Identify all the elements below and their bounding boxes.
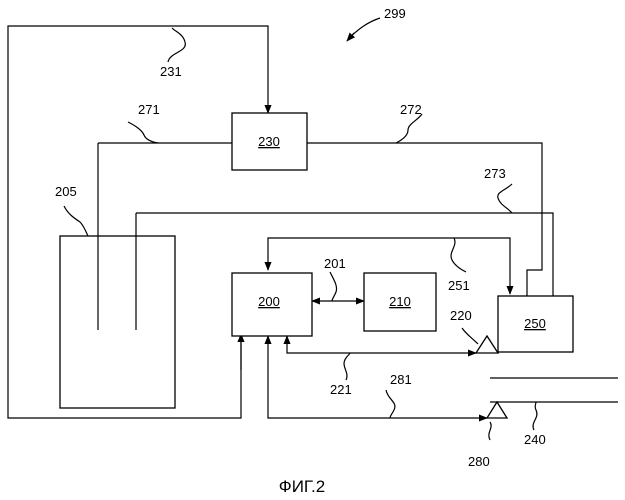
ref-271: 271 — [138, 102, 160, 117]
ref-281: 281 — [390, 372, 412, 387]
ref-251: 251 — [448, 278, 470, 293]
label-230: 230 — [258, 134, 280, 149]
ref-299: 299 — [384, 6, 406, 21]
ref-231: 231 — [160, 64, 182, 79]
label-250: 250 — [524, 316, 546, 331]
leader-271 — [128, 122, 158, 143]
ref-205: 205 — [55, 184, 77, 199]
leader-231 — [168, 28, 185, 62]
leader-251 — [451, 238, 466, 272]
leader-273 — [498, 184, 512, 213]
figure-caption: ФИГ.2 — [279, 477, 325, 496]
label-210: 210 — [389, 294, 411, 309]
ref-221: 221 — [330, 382, 352, 397]
leader-272 — [396, 114, 422, 143]
ref-272: 272 — [400, 102, 422, 117]
sensor-280-triangle — [487, 402, 507, 418]
line-273 — [136, 213, 553, 296]
ref-220: 220 — [450, 308, 472, 323]
leader-281 — [386, 390, 395, 418]
leader-220 — [462, 328, 478, 344]
leader-201 — [330, 272, 337, 301]
leader-240 — [533, 402, 537, 430]
arrow-299 — [347, 33, 354, 41]
leader-280 — [489, 422, 491, 440]
label-200: 200 — [258, 294, 280, 309]
line-221 — [287, 336, 476, 353]
leader-221 — [344, 353, 350, 380]
line-281 — [268, 336, 487, 418]
leader-299 — [350, 18, 380, 37]
ref-273: 273 — [484, 166, 506, 181]
ref-280: 280 — [468, 454, 490, 469]
tank-205 — [60, 236, 175, 408]
ref-201: 201 — [324, 256, 346, 271]
leader-205 — [64, 206, 88, 236]
sensor-220-triangle — [476, 336, 498, 353]
ref-240: 240 — [524, 432, 546, 447]
